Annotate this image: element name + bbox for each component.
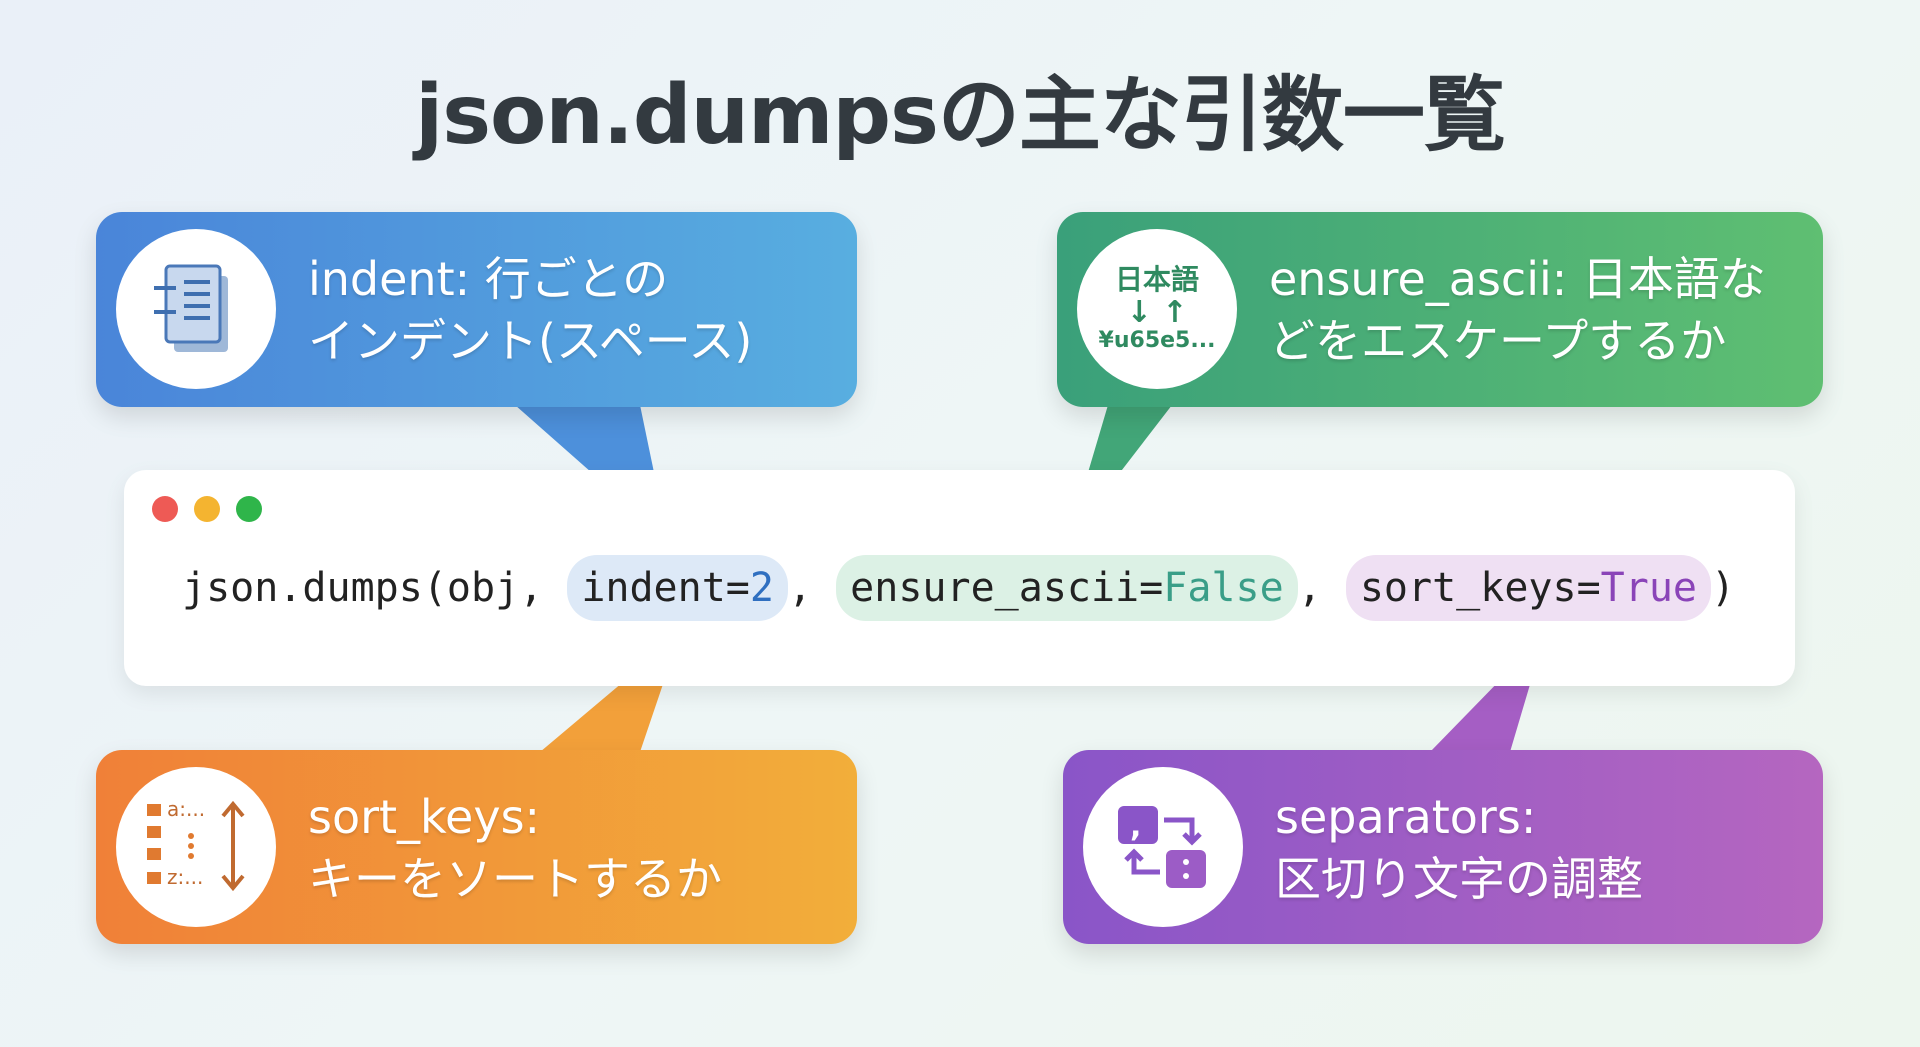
separators-card: , separators: 区切り文字の調整 (1063, 750, 1823, 944)
sort-keys-key: sort_keys= (1359, 565, 1601, 611)
separators-line1: separators: (1275, 790, 1537, 844)
sort-keys-value: True (1600, 565, 1697, 611)
indent-line1: indent: 行ごとの (308, 252, 669, 306)
comma: , (1297, 565, 1346, 611)
indent-card: indent: 行ごとのインデント(スペース) (96, 212, 857, 407)
ensure-ascii-arg: ensure_ascii=False (836, 555, 1298, 621)
ensure-ascii-line1: ensure_ascii: 日本語な (1269, 252, 1766, 306)
icon-arrows: ↓ ↑ (1126, 294, 1188, 330)
code-prefix: json.dumps(obj, (182, 565, 568, 611)
comma: , (787, 565, 837, 611)
sort-keys-arg: sort_keys=True (1345, 555, 1711, 621)
icon-japanese-text: 日本語 (1114, 263, 1199, 296)
ensure-ascii-key: ensure_ascii= (850, 565, 1164, 611)
icon-z-label: z:... (167, 865, 203, 889)
window-maximize-dot (236, 496, 262, 522)
window-minimize-dot (194, 496, 220, 522)
indent-document-icon (116, 229, 276, 389)
icon-escaped-text: ¥u65e5... (1098, 327, 1216, 353)
code-window: json.dumps(obj, indent=2 , ensure_ascii=… (124, 470, 1795, 686)
separator-swap-icon: , (1083, 767, 1243, 927)
escape-unicode-icon: 日本語↓ ↑¥u65e5... (1077, 229, 1237, 389)
sort-keys-card: a:... z:... sort_keys: キーをソートするか (96, 750, 857, 944)
ensure-ascii-value: False (1163, 565, 1284, 611)
page-title: json.dumpsの主な引数一覧 (415, 68, 1506, 163)
indent-line2: インデント(スペース) (308, 314, 753, 368)
svg-text:,: , (1130, 809, 1141, 844)
code-suffix: ) (1710, 565, 1736, 611)
separators-line2: 区切り文字の調整 (1275, 852, 1643, 906)
sort-keys-line1: sort_keys: (308, 790, 541, 844)
ensure-ascii-line2: どをエスケープするか (1269, 314, 1727, 368)
window-close-dot (152, 496, 178, 522)
icon-a-label: a:... (167, 797, 205, 821)
indent-arg: indent=2 (567, 555, 788, 621)
sort-keys-line2: キーをソートするか (308, 852, 722, 906)
sort-list-icon: a:... z:... (116, 767, 276, 927)
indent-value: 2 (749, 565, 774, 611)
code-line: json.dumps(obj, indent=2 , ensure_ascii=… (182, 552, 1735, 624)
ensure-ascii-card: 日本語↓ ↑¥u65e5... ensure_ascii: 日本語などをエスケー… (1057, 212, 1823, 407)
indent-key: indent= (581, 565, 750, 611)
